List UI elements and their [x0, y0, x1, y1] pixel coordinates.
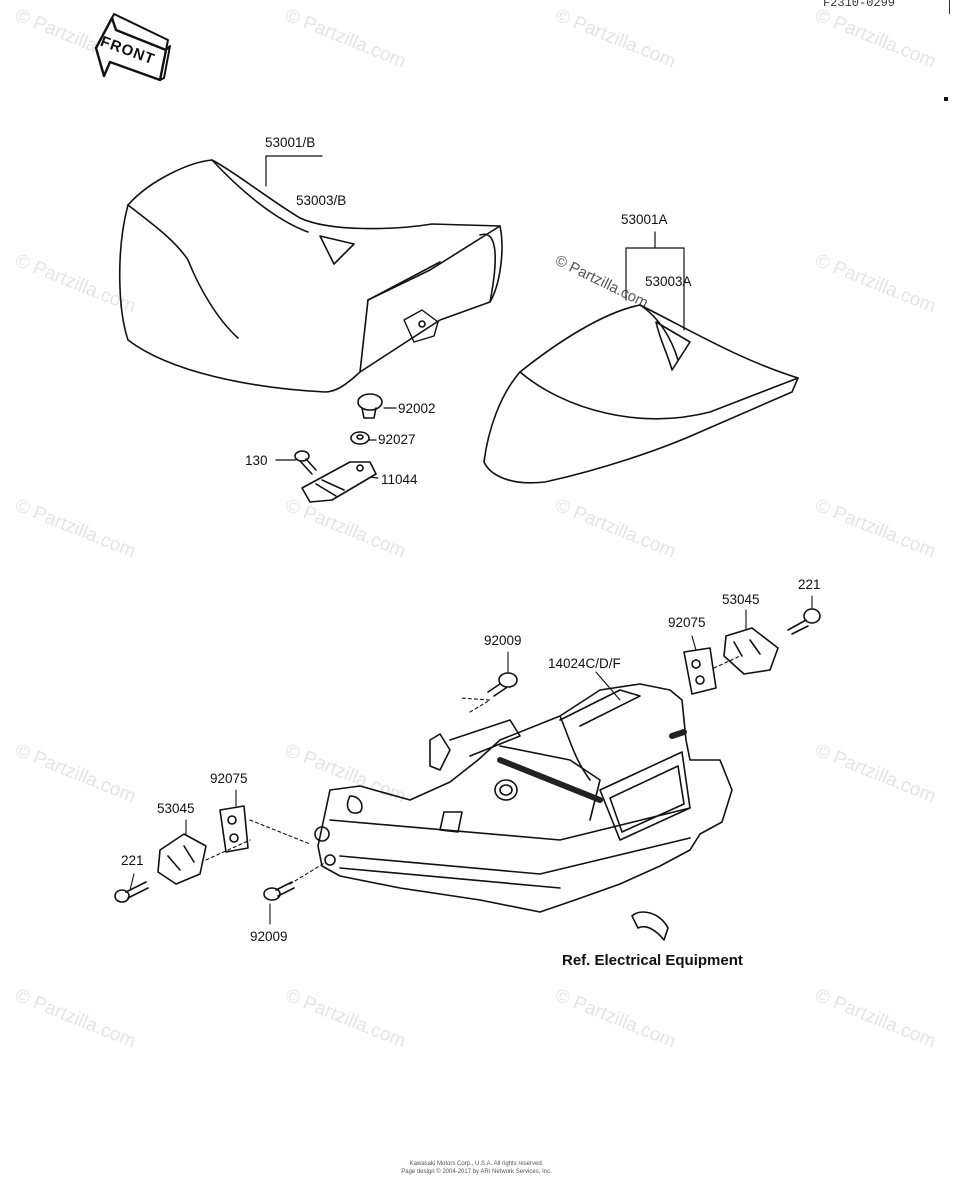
bolt-221-right-icon — [787, 608, 821, 635]
diagram-code: F2310-0299 — [822, 0, 895, 10]
washer-92027-icon — [350, 431, 370, 445]
page-edge-mark — [949, 0, 950, 14]
tail-leader-lines — [129, 595, 813, 925]
part-221-right-label: 221 — [798, 577, 821, 592]
part-11044-label: 11044 — [381, 472, 418, 487]
bolt-92009-bottom-icon — [263, 881, 295, 901]
seat-a-outline — [483, 304, 799, 484]
footer-page-design: Page design © 2004-2017 by ARI Network S… — [401, 1169, 552, 1175]
bolt-130-icon — [294, 450, 317, 475]
bracket-53045-left-icon — [157, 833, 207, 885]
part-53003a-label: 53003A — [645, 274, 692, 289]
part-92002-label: 92002 — [398, 401, 436, 416]
part-14024-label: 14024C/D/F — [548, 656, 621, 671]
part-53001b-label: 53001/B — [265, 135, 316, 150]
bracket-53045-right-icon — [723, 627, 779, 675]
grommet-92075-right-icon — [683, 647, 717, 695]
page-corner-mark — [944, 97, 948, 101]
part-53045-left-label: 53045 — [157, 801, 195, 816]
tail-cover-outline — [314, 683, 733, 913]
part-53001a-label: 53001A — [621, 212, 668, 227]
front-arrow-icon — [94, 13, 171, 82]
part-92027-label: 92027 — [378, 432, 416, 447]
grommet-92075-left-icon — [219, 805, 249, 853]
ref-electrical-equipment-label: Ref. Electrical Equipment — [562, 952, 743, 969]
bolt-92009-top-icon — [487, 672, 518, 697]
part-53003b-label: 53003/B — [296, 193, 347, 208]
part-92009-bottom-label: 92009 — [250, 929, 288, 944]
knob-92002-icon — [357, 393, 383, 419]
seat-b-outline — [118, 159, 503, 393]
clip-ref-icon — [631, 911, 669, 941]
footer-copyright: Kawasaki Motors Corp., U.S.A. All rights… — [409, 1161, 544, 1167]
part-92075-right-label: 92075 — [668, 615, 706, 630]
part-130-label: 130 — [245, 453, 268, 468]
part-53045-right-label: 53045 — [722, 592, 760, 607]
part-92009-top-label: 92009 — [484, 633, 522, 648]
part-92075-left-label: 92075 — [210, 771, 248, 786]
bracket-11044-icon — [301, 461, 377, 503]
part-221-left-label: 221 — [121, 853, 144, 868]
bolt-221-left-icon — [114, 881, 149, 903]
